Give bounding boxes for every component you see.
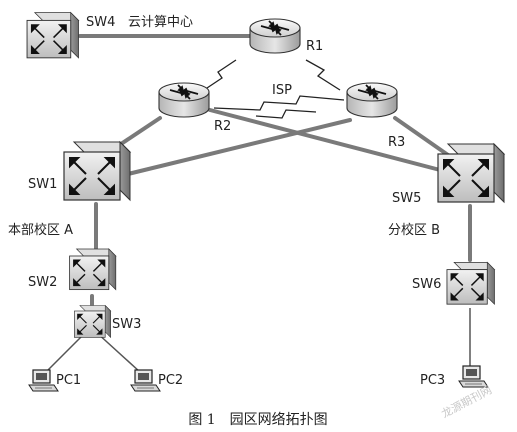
switch-icon [63, 141, 131, 201]
figure-caption: 图 1 园区网络拓扑图 [188, 412, 327, 428]
router-icon [249, 18, 301, 54]
pc-icon [458, 365, 489, 388]
pc-icon [130, 369, 161, 392]
router-icon [158, 82, 210, 118]
label-sw5: SW5 [392, 191, 421, 206]
router-icon [346, 82, 398, 118]
label-pc3: PC3 [420, 373, 445, 388]
serial-link-icon [213, 95, 345, 111]
label-r2: R2 [214, 119, 231, 134]
label-sw3: SW3 [112, 317, 141, 332]
label-sw6: SW6 [412, 277, 441, 292]
watermark: 龙源期刊网 [439, 382, 494, 420]
switch-icon [68, 248, 117, 291]
serial-links [203, 59, 345, 119]
label-sw1: SW1 [28, 177, 57, 192]
label-r1: R1 [306, 39, 323, 54]
label-isp: ISP [272, 83, 292, 98]
links [78, 34, 472, 314]
label-campus-a: 本部校区 A [8, 222, 73, 238]
access-links [45, 308, 471, 373]
link-r3-sw5 [393, 116, 450, 157]
label-sw4: SW4 [86, 15, 115, 30]
label-sw2: SW2 [28, 275, 57, 290]
link-r2-sw5 [208, 108, 442, 172]
switch-icon [73, 304, 112, 338]
link-sw3-pc2 [95, 331, 141, 373]
switch-icon [26, 11, 80, 59]
link-sw3-pc1 [45, 331, 87, 373]
switch-icon [446, 261, 496, 305]
label-r3: R3 [388, 135, 405, 150]
pc-icon [28, 369, 59, 392]
label-cloud-center: 云计算中心 [128, 15, 193, 30]
serial-link-icon [255, 109, 317, 119]
link-sw1-r3 [126, 118, 352, 176]
label-pc1: PC1 [56, 373, 81, 388]
label-pc2: PC2 [158, 373, 183, 388]
serial-link-icon [203, 59, 237, 91]
serial-link-icon [305, 59, 341, 91]
label-campus-b: 分校区 B [388, 222, 440, 238]
